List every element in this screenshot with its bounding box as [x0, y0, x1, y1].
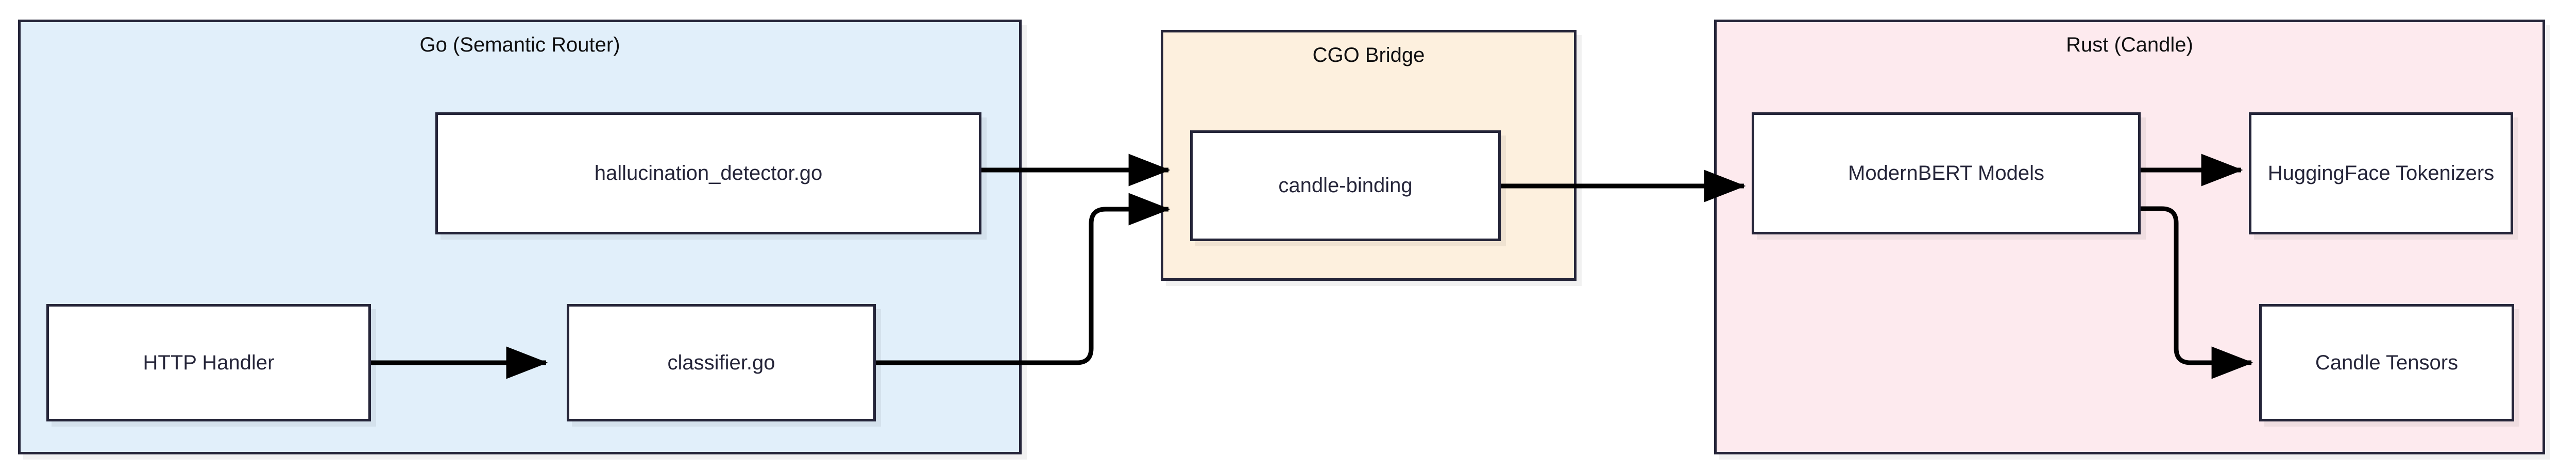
node-huggingface-tokenizers[interactable]: HuggingFace Tokenizers — [2249, 112, 2513, 234]
node-hallucination-detector-go[interactable]: hallucination_detector.go — [435, 112, 981, 234]
node-modernbert-models[interactable]: ModernBERT Models — [1752, 112, 2141, 234]
node-candle-tensors[interactable]: Candle Tensors — [2259, 304, 2514, 421]
cluster-cgo-title: CGO Bridge — [1312, 44, 1425, 66]
cluster-rust-title: Rust (Candle) — [2066, 33, 2193, 56]
node-candle-binding-label: candle-binding — [1278, 174, 1413, 197]
node-candle-tensors-label: Candle Tensors — [2315, 351, 2459, 374]
node-http-handler[interactable]: HTTP Handler — [46, 304, 371, 421]
node-http-handler-label: HTTP Handler — [143, 351, 275, 374]
cluster-go-title: Go (Semantic Router) — [419, 33, 620, 56]
node-classifier-go-label: classifier.go — [667, 351, 775, 374]
node-hallucination-detector-go-label: hallucination_detector.go — [594, 162, 823, 184]
node-modernbert-models-label: ModernBERT Models — [1848, 162, 2044, 184]
node-huggingface-tokenizers-label: HuggingFace Tokenizers — [2267, 162, 2495, 184]
node-candle-binding[interactable]: candle-binding — [1190, 130, 1501, 241]
node-classifier-go[interactable]: classifier.go — [567, 304, 876, 421]
